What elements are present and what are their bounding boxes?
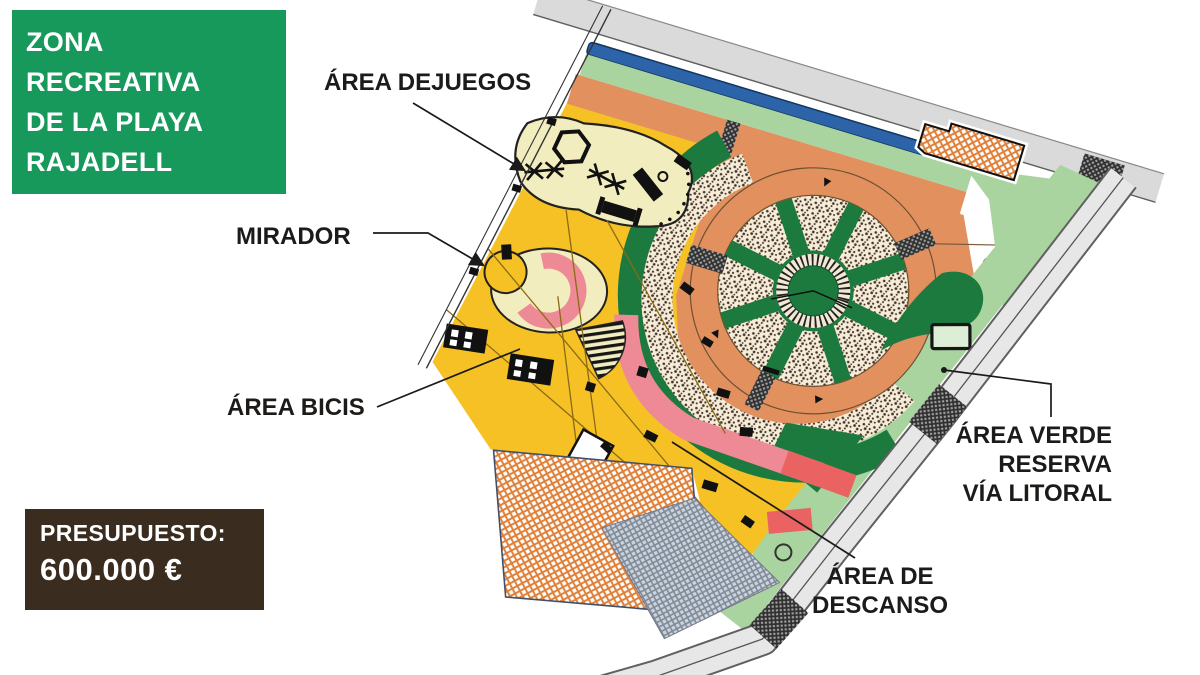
leader-verde-dot [941,367,947,373]
rotated-site-frame [417,0,1165,675]
furniture-icon [740,515,755,529]
label-area-juegos: ÁREA DEJUEGOS [324,69,532,96]
site-boundary [417,5,612,369]
bike-rack-icon [443,323,489,354]
red-patch [766,507,813,534]
direction-arrows [711,177,832,404]
service-yard [601,497,781,640]
title-line: DE LA PLAYA [26,107,204,137]
furniture-icon [700,336,714,348]
title-line: RECREATIVA [26,67,201,97]
dotted-edge [659,171,691,226]
leader-descanso [671,441,856,559]
label-area-bicis: ÁREA BICIS [227,394,365,421]
budget-box: PRESUPUESTO: 600.000 € [25,509,264,610]
crosswalk-patch [894,228,937,260]
label-line: VÍA LITORAL [962,480,1112,507]
hexagon-playset-icon [551,129,592,165]
slide-icon [632,167,664,202]
label-line: ÁREA DE [826,563,934,590]
leader-lines [373,102,1052,559]
red-path-segment [780,450,857,498]
building-icon [914,119,1029,185]
furniture-icon [643,429,659,443]
leader-juegos [412,102,526,172]
label-mirador: MIRADOR [236,223,351,250]
furniture-icon [762,365,780,376]
crosswalk-patch [685,244,728,274]
label-line: ÁREA VERDE [955,422,1112,449]
title-line: ZONA [26,27,104,57]
budget-value: 600.000 € [40,552,183,587]
furniture-icon [636,365,649,379]
mirador-area [483,244,627,380]
roundabout-icon [657,170,669,182]
garden-patch [770,422,864,493]
leader-bicis [376,348,521,408]
furniture-icon [701,479,719,493]
label-line: RESERVA [998,451,1112,478]
title-box: ZONA RECREATIVA DE LA PLAYA RAJADELL [12,10,286,194]
bench-icon [930,322,972,351]
bike-rack-icon [506,353,555,386]
budget-label: PRESUPUESTO: [40,520,226,546]
pink-path [614,314,825,487]
title-line: RAJADELL [26,147,173,177]
garden-teardrop [880,271,984,351]
tree-circle-icon [774,543,793,562]
plaza-spokes [720,197,907,384]
stairs-fan [574,320,627,380]
furniture-icon [584,381,597,393]
crosswalk-patch [749,589,809,649]
table-icon [595,196,643,227]
furniture-icon [679,281,695,296]
crosswalk-patch [908,384,968,445]
furniture-icon [715,387,731,399]
green-strip-top [579,54,973,192]
crosswalk-patch [744,370,776,412]
furniture-icon [739,426,754,437]
label-area-verde: ÁREA VERDE RESERVA VÍA LITORAL [956,421,1112,508]
label-area-descanso: ÁREA DE DESCANSO [810,562,950,620]
playset-icon [673,153,692,171]
swing-icon [586,163,627,196]
leader-mirador [373,232,485,267]
leader-verde [943,369,1052,417]
label-line: DESCANSO [811,592,949,619]
furniture-icon [599,441,613,454]
radius-lines [770,290,853,309]
swing-icon [524,160,565,181]
playground-area [514,115,693,228]
mirador-ring [517,252,587,329]
mirador-mark [501,244,512,260]
